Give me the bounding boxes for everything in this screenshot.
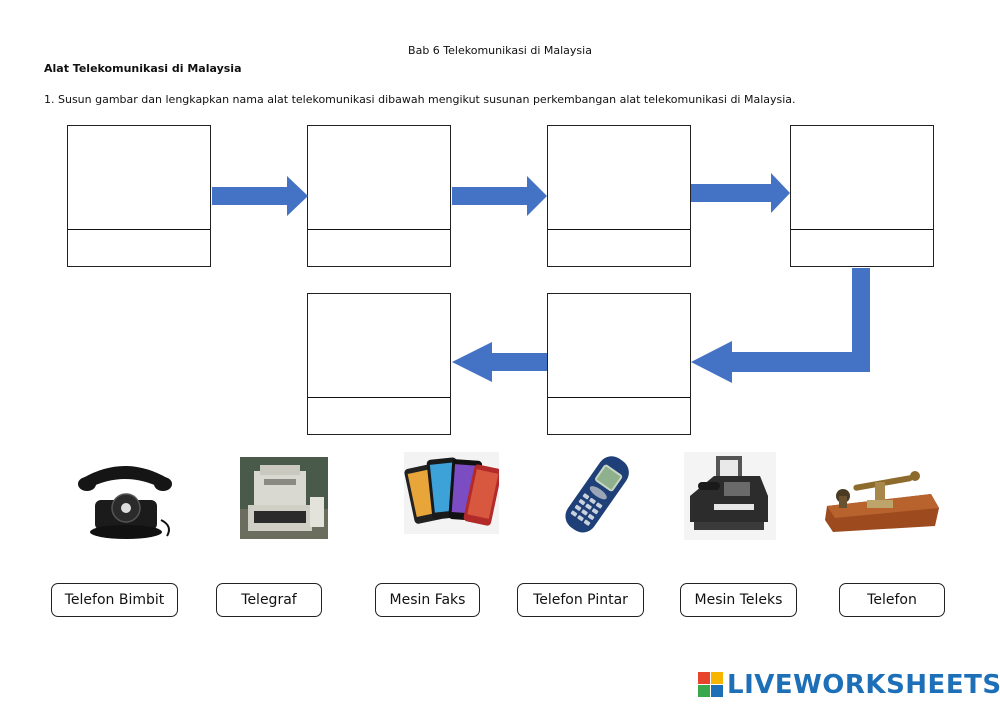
arrow-elbow-icon bbox=[691, 268, 870, 383]
drop-box-1[interactable] bbox=[67, 125, 211, 267]
image-drop-zone[interactable] bbox=[308, 294, 450, 398]
drop-box-5[interactable] bbox=[547, 293, 691, 435]
answer-chip-telefon-pintar[interactable]: Telefon Pintar bbox=[517, 583, 644, 617]
answer-chip-telefon-bimbit[interactable]: Telefon Bimbit bbox=[51, 583, 178, 617]
image-drop-zone[interactable] bbox=[68, 126, 210, 230]
image-drop-zone[interactable] bbox=[308, 126, 450, 230]
brand-name: LIVEWORKSHEETS bbox=[727, 670, 1000, 700]
image-drop-zone[interactable] bbox=[791, 126, 933, 230]
rotary-telephone-icon[interactable] bbox=[75, 460, 175, 544]
drop-box-4[interactable] bbox=[790, 125, 934, 267]
liveworksheets-logo-icon bbox=[698, 672, 723, 697]
telegraph-key-icon[interactable] bbox=[823, 460, 941, 540]
image-drop-zone[interactable] bbox=[548, 294, 690, 398]
arrow-right-icon bbox=[452, 176, 547, 216]
answer-chip-telefon[interactable]: Telefon bbox=[839, 583, 945, 617]
drop-box-3[interactable] bbox=[547, 125, 691, 267]
answer-chip-telegraf[interactable]: Telegraf bbox=[216, 583, 322, 617]
worksheet-subtitle: Alat Telekomunikasi di Malaysia bbox=[44, 62, 242, 75]
answer-chip-mesin-teleks[interactable]: Mesin Teleks bbox=[680, 583, 797, 617]
arrow-right-icon bbox=[212, 176, 308, 216]
arrow-left-icon bbox=[452, 342, 547, 382]
arrow-right-icon bbox=[691, 173, 790, 213]
telex-machine-icon[interactable] bbox=[240, 457, 328, 543]
answer-chip-mesin-faks[interactable]: Mesin Faks bbox=[375, 583, 480, 617]
image-drop-zone[interactable] bbox=[548, 126, 690, 230]
drop-box-6[interactable] bbox=[307, 293, 451, 435]
mobile-phone-icon[interactable] bbox=[558, 456, 634, 540]
smartphones-icon[interactable] bbox=[404, 452, 502, 538]
chapter-title: Bab 6 Telekomunikasi di Malaysia bbox=[408, 44, 592, 57]
instruction-text: 1. Susun gambar dan lengkapkan nama alat… bbox=[44, 93, 796, 106]
fax-machine-icon[interactable] bbox=[684, 452, 776, 544]
liveworksheets-logo[interactable]: LIVEWORKSHEETS bbox=[698, 670, 1000, 700]
